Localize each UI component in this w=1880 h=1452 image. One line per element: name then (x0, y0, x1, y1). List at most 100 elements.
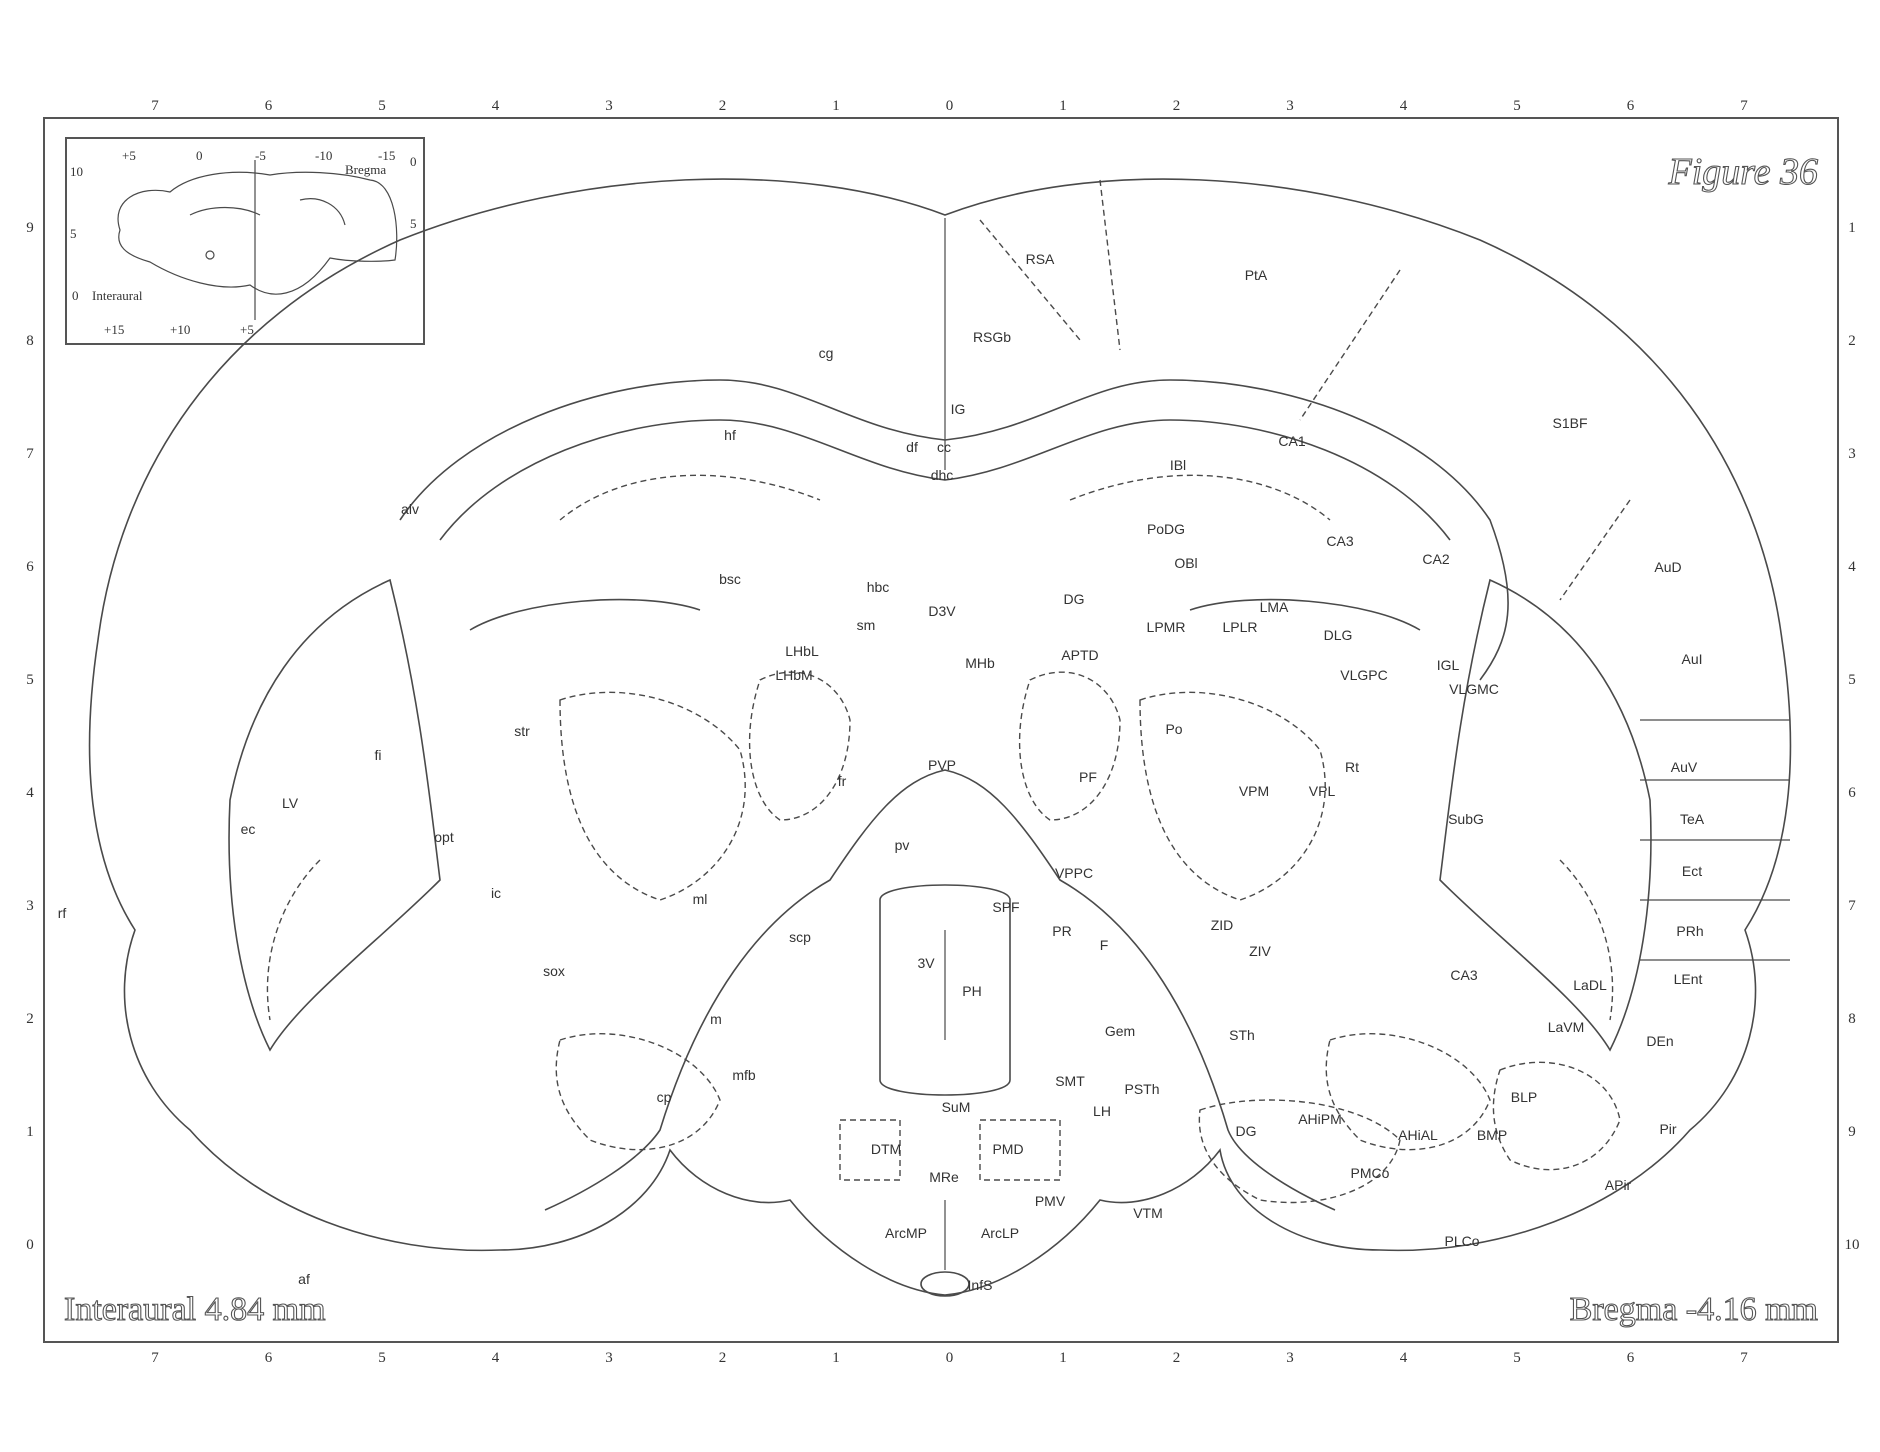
left-tick-label: 1 (26, 1124, 34, 1140)
right-tick-label: 3 (1848, 446, 1856, 462)
label-dhc: dhc (931, 467, 954, 483)
label-STh: STh (1229, 1027, 1255, 1043)
right-tick-label: 7 (1848, 898, 1856, 914)
bottom-tick-label: 7 (1740, 1350, 1748, 1366)
label-ZIV: ZIV (1249, 943, 1271, 959)
label-AuI: AuI (1681, 651, 1702, 667)
label-D3V: D3V (928, 603, 956, 619)
label-PLCo: PLCo (1444, 1233, 1479, 1249)
left-tick-label: 6 (26, 559, 34, 575)
inset-scale-top-1: 0 (196, 148, 203, 163)
label-fi: fi (375, 747, 382, 763)
label-ZID: ZID (1211, 917, 1234, 933)
label-LPLR: LPLR (1222, 619, 1257, 635)
label-3V: 3V (917, 955, 935, 971)
top-tick-label: 2 (1173, 98, 1181, 114)
label-Po: Po (1165, 721, 1182, 737)
label-VTM: VTM (1133, 1205, 1163, 1221)
label-cp: cp (657, 1089, 672, 1105)
inset-sagittal-map: +5 0 -5 -10 -15 Bregma 10 5 0 0 5 Intera… (66, 138, 424, 344)
inset-scale-top-2: -5 (255, 148, 266, 163)
label-AHiAL: AHiAL (1398, 1127, 1438, 1143)
brain-section-outline (90, 179, 1791, 1296)
left-tick-label: 3 (26, 898, 34, 914)
label-MHb: MHb (965, 655, 995, 671)
right-axis-ticks: 12345678910 (1845, 220, 1860, 1253)
label-InfS: InfS (968, 1277, 993, 1293)
inset-scale-right-1: 5 (410, 216, 417, 231)
label-TeA: TeA (1680, 811, 1705, 827)
label-Ect: Ect (1682, 863, 1702, 879)
label-APir: APir (1605, 1177, 1632, 1193)
top-tick-label: 7 (1740, 98, 1748, 114)
label-ArcMP: ArcMP (885, 1225, 927, 1241)
top-tick-label: 4 (1400, 98, 1408, 114)
left-tick-label: 9 (26, 220, 34, 236)
label-LEnt: LEnt (1674, 971, 1703, 987)
top-tick-label: 5 (378, 98, 386, 114)
label-opt: opt (434, 829, 454, 845)
label-RSGb: RSGb (973, 329, 1011, 345)
label-RSA: RSA (1026, 251, 1055, 267)
label-df: df (906, 439, 918, 455)
label-LaDL: LaDL (1573, 977, 1607, 993)
label-PF: PF (1079, 769, 1097, 785)
inset-scale-top-4: -15 (378, 148, 395, 163)
label-PH: PH (962, 983, 981, 999)
label-BLP: BLP (1511, 1089, 1537, 1105)
bottom-tick-label: 2 (719, 1350, 727, 1366)
inset-scale-top-0: +5 (122, 148, 136, 163)
label-LMA: LMA (1260, 599, 1289, 615)
label-PMV: PMV (1035, 1193, 1066, 1209)
label-OBl: OBl (1174, 555, 1197, 571)
inset-bregma-label: Bregma (345, 162, 386, 177)
right-tick-label: 6 (1848, 785, 1856, 801)
top-tick-label: 3 (1286, 98, 1294, 114)
bottom-tick-label: 6 (265, 1350, 273, 1366)
label-cc: cc (937, 439, 951, 455)
left-tick-label: 5 (26, 672, 34, 688)
label-LH: LH (1093, 1103, 1111, 1119)
label-alv: alv (401, 501, 419, 517)
infundibular-stem (921, 1272, 969, 1296)
label-af: af (298, 1271, 310, 1287)
region-labels: RSA PtA RSGb S1BF cg IG hf df cc dhc CA1… (58, 251, 1705, 1293)
label-SMT: SMT (1055, 1073, 1085, 1089)
label-rf: rf (58, 905, 67, 921)
bottom-tick-label: 5 (1513, 1350, 1521, 1366)
bottom-tick-label: 3 (605, 1350, 613, 1366)
label-CA3-bottom: CA3 (1450, 967, 1477, 983)
right-tick-label: 1 (1848, 220, 1856, 236)
label-DG-bottom: DG (1236, 1123, 1257, 1139)
top-axis-ticks: 765432101234567 (151, 98, 1748, 114)
label-CA3-top: CA3 (1326, 533, 1353, 549)
right-tick-label: 5 (1848, 672, 1856, 688)
label-cg: cg (819, 345, 834, 361)
bottom-tick-label: 0 (946, 1350, 954, 1366)
label-DEn: DEn (1646, 1033, 1673, 1049)
label-LHbL: LHbL (785, 643, 819, 659)
label-ml: ml (693, 891, 708, 907)
label-sm: sm (857, 617, 876, 633)
label-PRh: PRh (1676, 923, 1703, 939)
bottom-tick-label: 3 (1286, 1350, 1294, 1366)
label-SuM: SuM (942, 1099, 971, 1115)
label-PtA: PtA (1245, 267, 1268, 283)
figure-frame (44, 118, 1838, 1342)
right-tick-label: 2 (1848, 333, 1856, 349)
right-tick-label: 9 (1848, 1124, 1856, 1140)
right-tick-label: 8 (1848, 1011, 1856, 1027)
label-VPM: VPM (1239, 783, 1269, 799)
bottom-tick-label: 2 (1173, 1350, 1181, 1366)
bottom-tick-label: 1 (1059, 1350, 1067, 1366)
label-Pir: Pir (1659, 1121, 1676, 1137)
label-LPMR: LPMR (1147, 619, 1186, 635)
inset-interaural-label: Interaural (92, 288, 143, 303)
inset-scale-bottom-1: +10 (170, 322, 190, 337)
label-MRe: MRe (929, 1169, 959, 1185)
bottom-tick-label: 4 (492, 1350, 500, 1366)
label-CA1: CA1 (1278, 433, 1305, 449)
label-LV: LV (282, 795, 299, 811)
label-BMP: BMP (1477, 1127, 1507, 1143)
label-F: F (1100, 937, 1109, 953)
